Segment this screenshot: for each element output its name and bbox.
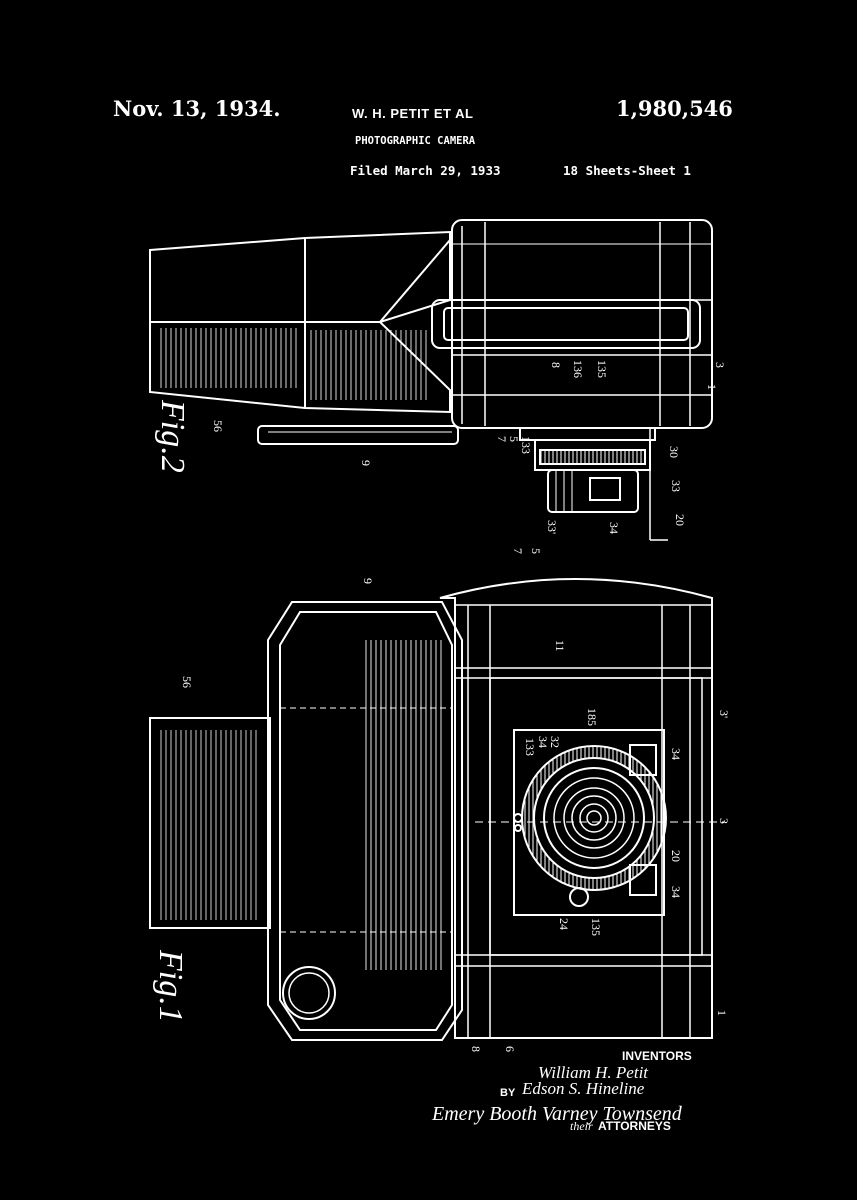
fig2-label-9: 9 (359, 460, 373, 466)
hood-part-56 (149, 717, 271, 929)
fig2-label-135: 135 (595, 360, 609, 378)
patent-date: Nov. 13, 1934. (113, 96, 281, 121)
inventors-caption: INVENTORS (622, 1049, 692, 1063)
figure-1-drawing (149, 578, 725, 1041)
attorney-signature: Emery Booth Varney Townsend (431, 1103, 683, 1125)
fig2-title: Fig.2 (154, 399, 191, 473)
fig1-label-8: 8 (469, 1046, 483, 1052)
attorneys-caption: ATTORNEYS (598, 1119, 671, 1133)
fig1-label-185: 185 (585, 708, 599, 726)
sheet-count: 18 Sheets-Sheet 1 (563, 163, 691, 178)
lens-assembly-top (519, 427, 668, 541)
inventor-2-signature: Edson S. Hineline (521, 1079, 645, 1098)
fig1-title: Fig.1 (152, 949, 189, 1023)
fig1-label-32: 32 (548, 736, 562, 748)
fig2-label-30: 30 (667, 446, 681, 458)
inventor-1-signature: William H. Petit (538, 1063, 649, 1082)
fig2-label-33-prime: 33' (545, 520, 559, 534)
fig2-label-33: 33 (669, 480, 683, 492)
inventors-line: W. H. PETIT ET AL (352, 106, 474, 121)
figure-2-labels: 56 9 7 5 133 8 136 135 3 1 30 33 20 34 3… (154, 360, 727, 534)
fig1-label-34-c: 34 (669, 886, 683, 898)
fig1-label-11: 11 (553, 640, 567, 652)
fig2-label-3: 3 (713, 362, 727, 368)
fig2-label-34: 34 (607, 522, 621, 534)
fig2-label-56: 56 (211, 420, 225, 432)
lens-front (475, 729, 725, 916)
figure-1-labels: 9 7 5 56 11 3' 3 133 34 32 185 34 20 34 … (152, 548, 731, 1052)
fig1-label-34-a: 34 (536, 736, 550, 748)
fig1-label-1: 1 (715, 1010, 729, 1016)
fig2-label-136: 136 (571, 360, 585, 378)
fig1-label-9: 9 (361, 578, 375, 584)
lid-part-9 (257, 425, 459, 445)
fig1-label-5: 5 (529, 548, 543, 554)
their-label: their (570, 1119, 593, 1133)
fig1-label-6: 6 (503, 1046, 517, 1052)
signature-block: INVENTORS William H. Petit BY Edson S. H… (431, 1049, 692, 1133)
filed-date: Filed March 29, 1933 (350, 163, 501, 178)
figure-2-drawing (149, 219, 713, 541)
fig1-label-24: 24 (557, 918, 571, 930)
viewfinder-hood (149, 230, 451, 414)
fig1-label-3-mid: 3 (717, 818, 731, 824)
patent-title: PHOTOGRAPHIC CAMERA (355, 135, 476, 147)
fig2-label-133: 133 (519, 436, 533, 454)
fig2-label-8: 8 (549, 362, 563, 368)
fig1-label-133: 133 (523, 738, 537, 756)
fig1-label-135: 135 (589, 918, 603, 936)
lid-panel-9 (267, 601, 463, 1041)
fig2-label-7: 7 (495, 436, 509, 442)
fig2-label-1: 1 (705, 384, 719, 390)
by-label: BY (500, 1087, 516, 1099)
fig1-label-20: 20 (669, 850, 683, 862)
fig1-label-34-b: 34 (669, 748, 683, 760)
fig1-label-7: 7 (511, 548, 525, 554)
patent-number: 1,980,546 (616, 96, 733, 121)
fig1-label-56: 56 (180, 676, 194, 688)
camera-body-top (431, 219, 713, 429)
fig2-label-20: 20 (673, 514, 687, 526)
fig1-label-3-prime-top: 3' (717, 710, 731, 718)
fig2-label-5: 5 (507, 436, 521, 442)
